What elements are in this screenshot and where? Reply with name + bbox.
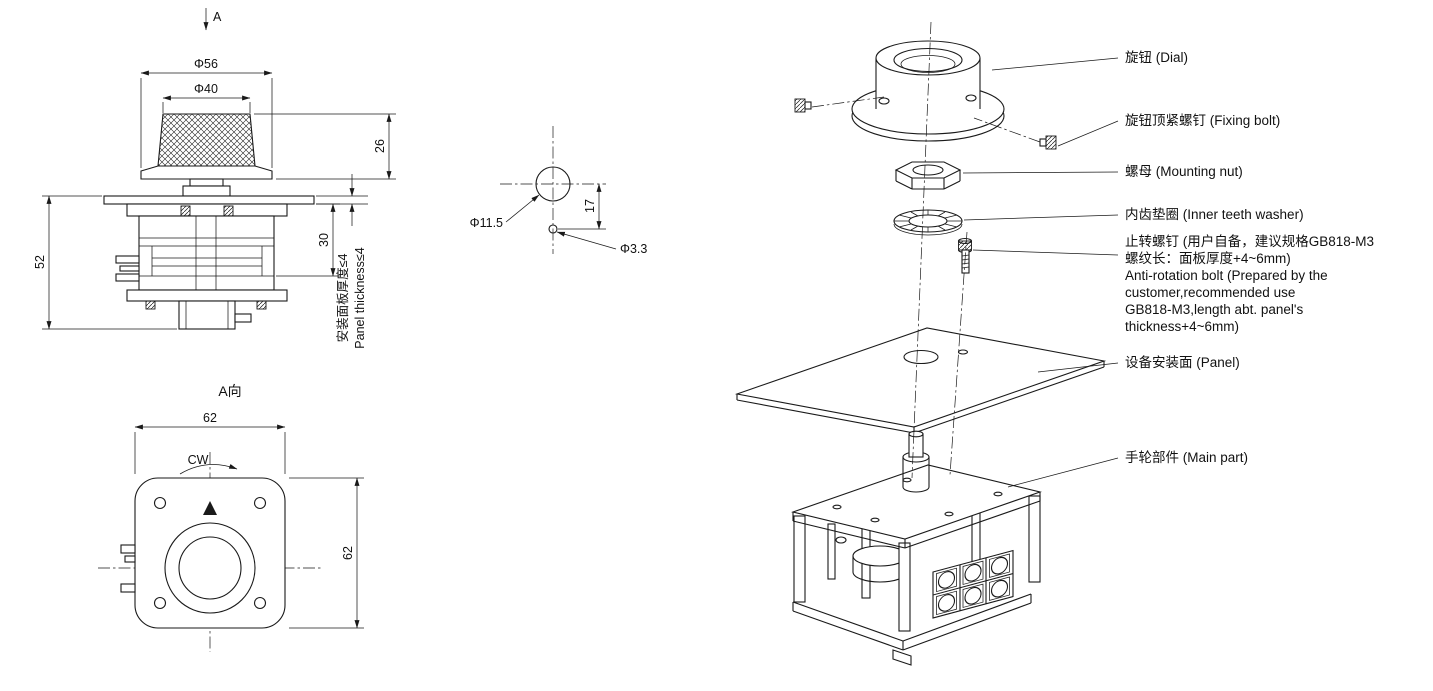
knob-front bbox=[140, 113, 273, 197]
label-dial: 旋钮 (Dial) bbox=[1125, 50, 1188, 65]
dim-17-text: 17 bbox=[583, 199, 597, 213]
dim-62-height-text: 62 bbox=[341, 546, 355, 560]
corner-hole bbox=[153, 496, 167, 510]
side-tab bbox=[120, 583, 136, 593]
corner-hole bbox=[153, 596, 167, 610]
dim-30-text: 30 bbox=[317, 233, 331, 247]
label-mounting-nut: 螺母 (Mounting nut) bbox=[1125, 164, 1243, 179]
bottom-plate bbox=[792, 593, 1032, 666]
cw-rotation: CW bbox=[179, 453, 238, 475]
view-a-title: A向 bbox=[218, 383, 241, 399]
inner-teeth-washer-part bbox=[893, 209, 963, 236]
main-axis-centerline bbox=[911, 21, 932, 479]
front-view: A bbox=[33, 8, 396, 349]
cw-label: CW bbox=[188, 453, 209, 467]
flange-screw-hole bbox=[965, 94, 977, 102]
label-main-part: 手轮部件 (Main part) bbox=[1125, 450, 1248, 465]
dim-52: 52 bbox=[33, 195, 177, 330]
fixing-bolt-right bbox=[1039, 135, 1057, 150]
dim-phi56-text: Φ56 bbox=[194, 57, 218, 71]
label-inner-teeth-washer: 内齿垫圈 (Inner teeth washer) bbox=[1125, 207, 1304, 222]
label-anti-rotation-line1: 止转螺钉 (用户自备，建议规格GB818-M3 bbox=[1125, 233, 1374, 249]
dim-62-height: 62 bbox=[289, 477, 364, 629]
label-panel: 设备安装面 (Panel) bbox=[1125, 354, 1240, 370]
label-anti-rotation-line4: customer,recommended use bbox=[1125, 285, 1295, 300]
mounting-hole-detail: Φ11.5 Φ3.3 17 bbox=[470, 126, 647, 256]
panel-small-hole bbox=[957, 349, 969, 355]
panel-note-en: Panel thickness≤4 bbox=[353, 247, 367, 348]
shaft bbox=[902, 430, 930, 493]
mounting-nut-part bbox=[894, 161, 962, 190]
panel-thickness-note: 安装面板厚度≤4 Panel thickness≤4 bbox=[316, 174, 368, 349]
corner-hole bbox=[253, 596, 267, 610]
exploded-view: 旋钮 (Dial) 旋钮顶紧螺钉 (Fixing bolt) 螺母 (Mount… bbox=[734, 21, 1374, 666]
panel-section bbox=[103, 195, 315, 205]
dim-62-width-text: 62 bbox=[203, 411, 217, 425]
side-tab bbox=[124, 555, 136, 563]
flange-screw-hole bbox=[878, 97, 890, 105]
body-front bbox=[115, 203, 288, 330]
label-anti-rotation-line3: Anti-rotation bolt (Prepared by the bbox=[1125, 268, 1328, 283]
anti-rotation-bolt-part bbox=[957, 237, 973, 274]
panel-part bbox=[734, 327, 1107, 434]
section-arrow-a: A bbox=[203, 8, 222, 31]
main-part-assembly bbox=[791, 430, 1042, 666]
right-bolt-centerline bbox=[973, 117, 1041, 143]
top-plate bbox=[791, 464, 1042, 549]
terminal-block bbox=[932, 549, 1014, 619]
dim-17: 17 bbox=[558, 183, 606, 230]
part-labels: 旋钮 (Dial) 旋钮顶紧螺钉 (Fixing bolt) 螺母 (Mount… bbox=[1125, 50, 1374, 465]
dial-outer-circle bbox=[164, 522, 256, 614]
dim-26-text: 26 bbox=[373, 139, 387, 153]
dim-phi33-text: Φ3.3 bbox=[620, 242, 647, 256]
main-hole bbox=[535, 166, 571, 202]
dim-phi56: Φ56 bbox=[140, 57, 273, 168]
dim-phi40-text: Φ40 bbox=[194, 82, 218, 96]
label-anti-rotation-line6: thickness+4~6mm) bbox=[1125, 319, 1239, 334]
left-bolt-centerline bbox=[811, 96, 885, 108]
label-anti-rotation-line2: 螺纹长：面板厚度+4~6mm) bbox=[1125, 251, 1291, 266]
dim-phi115-text: Φ11.5 bbox=[470, 216, 503, 230]
dial-part bbox=[851, 40, 1005, 142]
dial-inner-circle bbox=[178, 536, 242, 600]
flange-outline bbox=[134, 477, 286, 629]
dim-phi40: Φ40 bbox=[162, 82, 251, 113]
view-a: A向 62 CW 62 bbox=[98, 383, 364, 652]
side-tab bbox=[120, 544, 136, 554]
dim-52-text: 52 bbox=[33, 255, 47, 269]
section-label-a: A bbox=[213, 10, 222, 24]
dim-26: 26 bbox=[254, 113, 396, 180]
dim-62-width: 62 bbox=[134, 411, 286, 474]
label-fixing-bolt: 旋钮顶紧螺钉 (Fixing bolt) bbox=[1125, 113, 1280, 128]
index-marker bbox=[203, 501, 217, 515]
panel-note-cn: 安装面板厚度≤4 bbox=[335, 254, 350, 343]
label-anti-rotation-line5: GB818-M3,length abt. panel's bbox=[1125, 302, 1303, 317]
anti-rotation-hole bbox=[548, 224, 558, 234]
corner-hole bbox=[253, 496, 267, 510]
leader-lines bbox=[962, 57, 1119, 488]
panel-main-hole bbox=[903, 349, 939, 365]
fixing-bolt-left bbox=[794, 98, 812, 113]
